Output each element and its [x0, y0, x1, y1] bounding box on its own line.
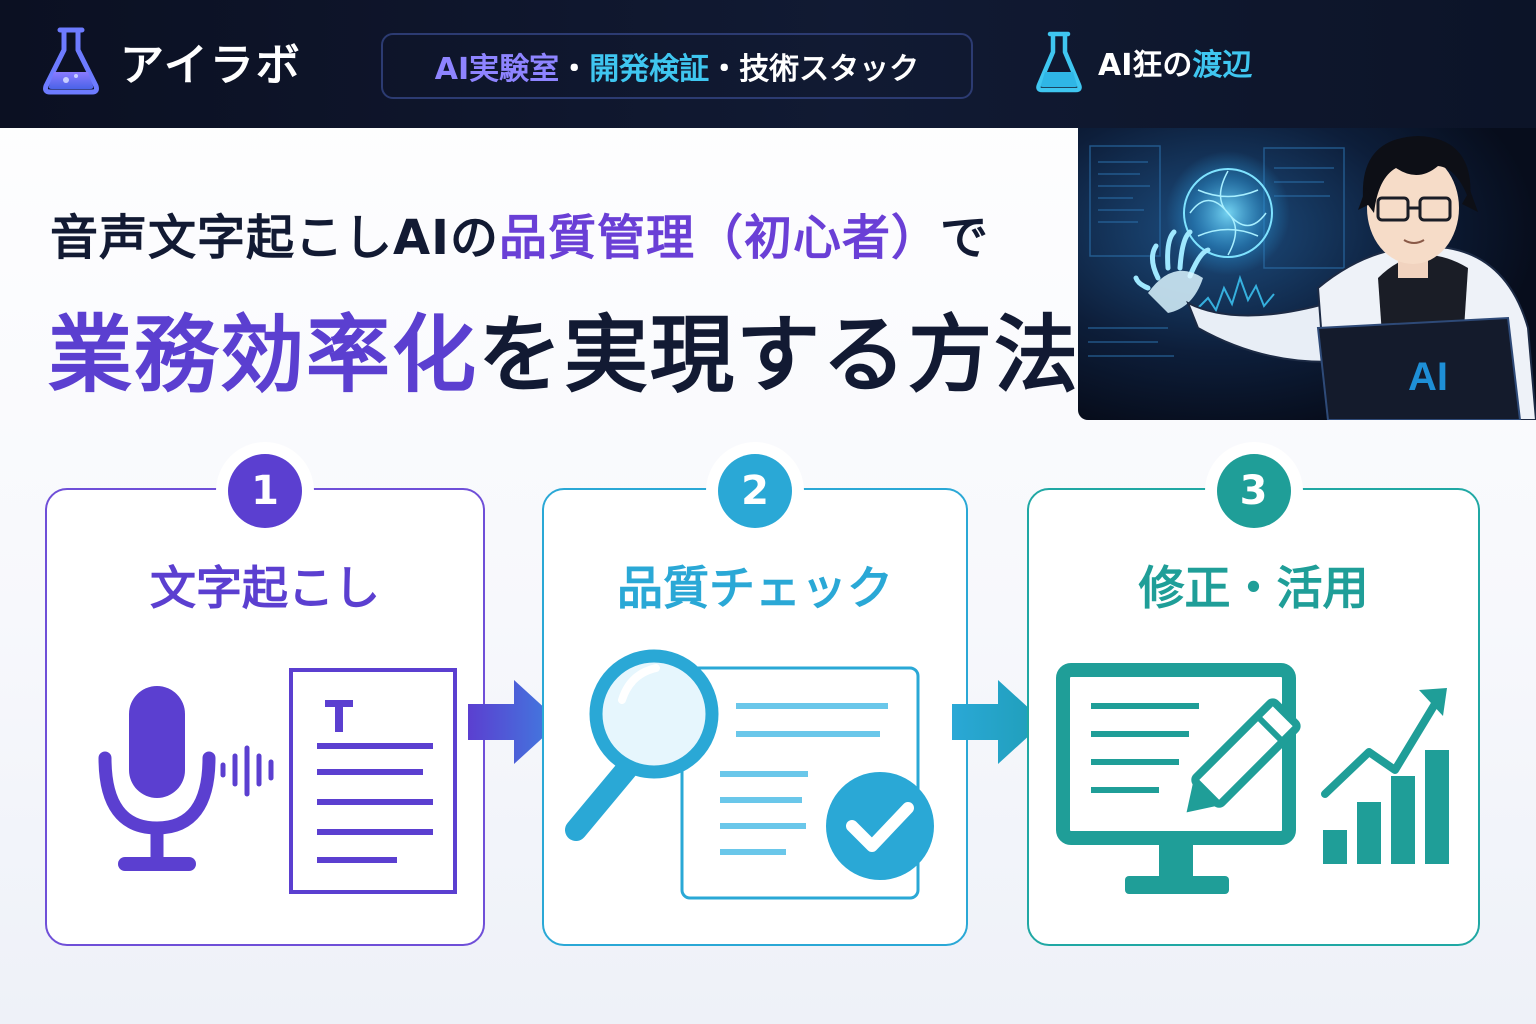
title-line1-c: で — [940, 210, 990, 266]
page-title: 業務効率化を実現する方法 — [48, 288, 1080, 409]
step-card-1: 1 文字起こし — [45, 454, 485, 946]
step-card-3: 3 修正・活用 — [1027, 454, 1480, 946]
tagline-part-2: 開発検証 — [589, 52, 710, 87]
monitor-edit-growth-chart-icon — [1056, 663, 1449, 894]
magnifier-document-check-icon — [565, 649, 934, 900]
brand[interactable]: アイラボ — [40, 26, 302, 96]
tagline-sep-1: ・ — [559, 52, 590, 87]
title-line1-b: 品質管理（初心者） — [499, 210, 941, 266]
flask-icon — [43, 27, 99, 95]
step-number-3: 3 — [1216, 454, 1291, 528]
header-bar: アイラボ AI実験室 ・ 開発検証 ・ 技術スタック AI狂の渡辺 — [0, 0, 1536, 128]
author-highlight: 渡辺 — [1192, 48, 1253, 83]
author[interactable]: AI狂の渡辺 — [1034, 30, 1252, 94]
step-number-1: 1 — [228, 454, 302, 528]
step-label-1: 文字起こし — [150, 561, 380, 615]
flask-icon — [1036, 31, 1082, 93]
laptop-badge: AI — [1408, 355, 1448, 399]
title-line1-a: 音声文字起こしAIの — [50, 210, 500, 266]
author-name: AI狂の渡辺 — [1098, 40, 1252, 84]
step-number-2: 2 — [718, 454, 792, 528]
arrow-right-icon — [952, 680, 1044, 764]
arrow-right-icon — [468, 680, 560, 764]
step-label-2: 品質チェック — [617, 561, 893, 615]
author-portrait: AI — [1078, 128, 1536, 420]
step-label-3: 修正・活用 — [1138, 561, 1369, 615]
author-prefix: AI狂の — [1098, 48, 1193, 83]
tagline-part-1: AI実験室 — [434, 52, 560, 87]
scientist-illustration: AI — [1078, 128, 1536, 420]
microphone-to-document-icon — [98, 668, 457, 894]
brand-name: アイラボ — [120, 40, 302, 91]
tagline-sep-2: ・ — [709, 52, 740, 87]
tagline-pill: AI実験室 ・ 開発検証 ・ 技術スタック — [381, 33, 973, 99]
step-card-2: 2 品質チェック — [542, 454, 968, 946]
title-line2-b: を実現する方法 — [478, 306, 1081, 404]
tagline-part-3: 技術スタック — [739, 52, 920, 87]
title-line2-a: 業務効率化 — [48, 306, 479, 404]
page-subtitle: 音声文字起こしAIの品質管理（初心者）で — [50, 198, 989, 268]
